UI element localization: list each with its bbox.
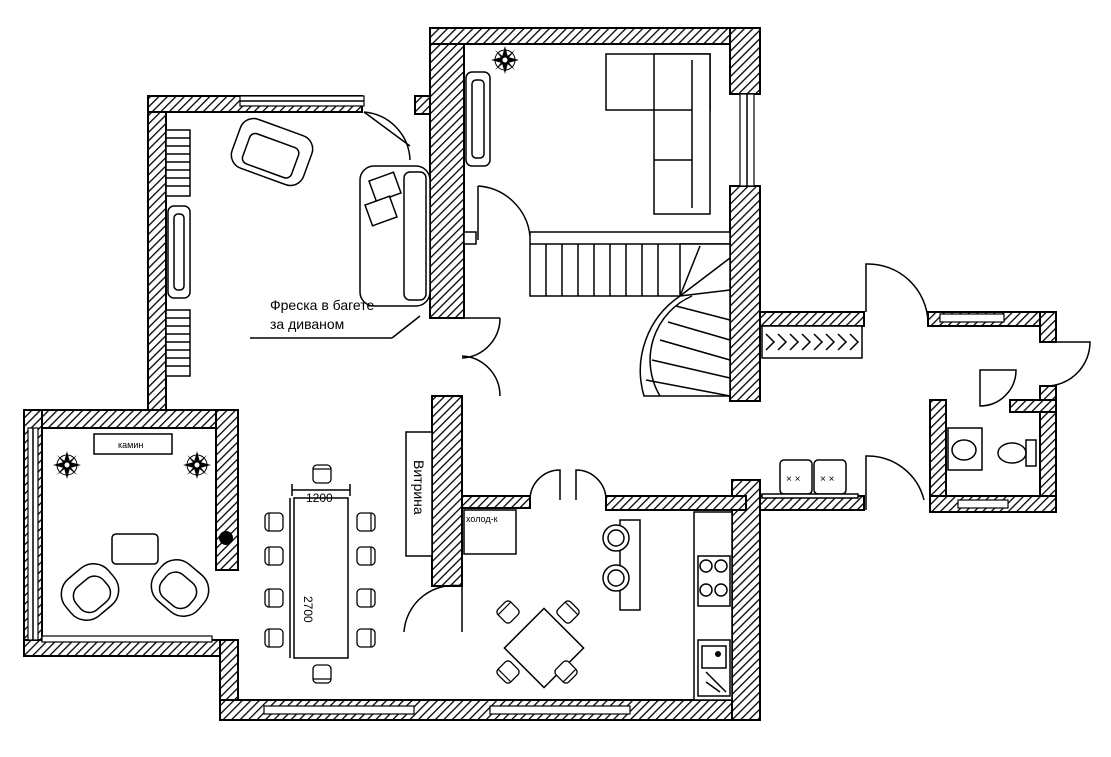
chair-icon	[264, 546, 284, 566]
showcase-label: Витрина	[411, 460, 427, 515]
armchair-icon	[230, 117, 314, 187]
fireplace-room-furniture: камин	[52, 433, 233, 621]
radiator-icon	[761, 325, 863, 359]
armchair-icon	[60, 563, 120, 621]
fridge-label: холод-к	[466, 514, 498, 524]
chair-icon	[494, 598, 522, 626]
chair-icon	[264, 512, 284, 532]
chair-icon	[264, 628, 284, 648]
chair-icon	[356, 512, 376, 532]
chair-icon	[312, 464, 332, 484]
chair-icon	[356, 628, 376, 648]
living-room-furniture: Фреска в багете за диваном	[165, 117, 431, 377]
staircase	[529, 231, 731, 397]
fireplace-label: камин	[118, 440, 143, 450]
sofa-icon	[359, 165, 431, 307]
plant-icon	[490, 45, 520, 75]
bench-icon: × × × ×	[761, 459, 859, 499]
windows	[27, 93, 1009, 715]
chair-icon	[264, 588, 284, 608]
bathroom-furniture	[947, 427, 1037, 471]
doors	[363, 111, 1091, 633]
svg-text:× ×: × ×	[786, 474, 801, 485]
console-table-icon	[167, 205, 191, 299]
heater-icon	[219, 531, 233, 545]
upper-room-furniture	[463, 45, 711, 245]
plant-icon	[52, 450, 82, 480]
dining-furniture: 1200 2700	[264, 464, 376, 684]
console-table-icon	[465, 71, 491, 167]
chair-icon	[494, 658, 522, 686]
radiator-icon	[165, 309, 191, 377]
armchair-icon	[150, 559, 210, 617]
washbasin-icon	[947, 427, 983, 471]
chair-icon	[554, 598, 582, 626]
radiator-icon	[165, 129, 191, 197]
showcase: Витрина	[405, 431, 433, 557]
stove-icon	[697, 555, 731, 607]
sink-icon	[697, 639, 731, 697]
kitchen-furniture: холод-к	[463, 509, 733, 701]
table-width-label: 1200	[306, 491, 333, 505]
chair-icon	[356, 546, 376, 566]
chair-icon	[312, 664, 332, 684]
svg-text:× ×: × ×	[820, 474, 835, 485]
fresco-label: Фреска в багете	[270, 297, 375, 313]
corner-sofa-icon	[605, 53, 711, 215]
chair-icon	[356, 588, 376, 608]
toilet-icon	[997, 439, 1037, 467]
corridor-furniture: × × × ×	[761, 325, 863, 499]
table-length-label: 2700	[301, 596, 315, 623]
plant-icon	[182, 450, 212, 480]
dining-table	[293, 497, 349, 659]
walls	[23, 27, 1057, 721]
fresco-label-line2: за диваном	[270, 316, 344, 332]
